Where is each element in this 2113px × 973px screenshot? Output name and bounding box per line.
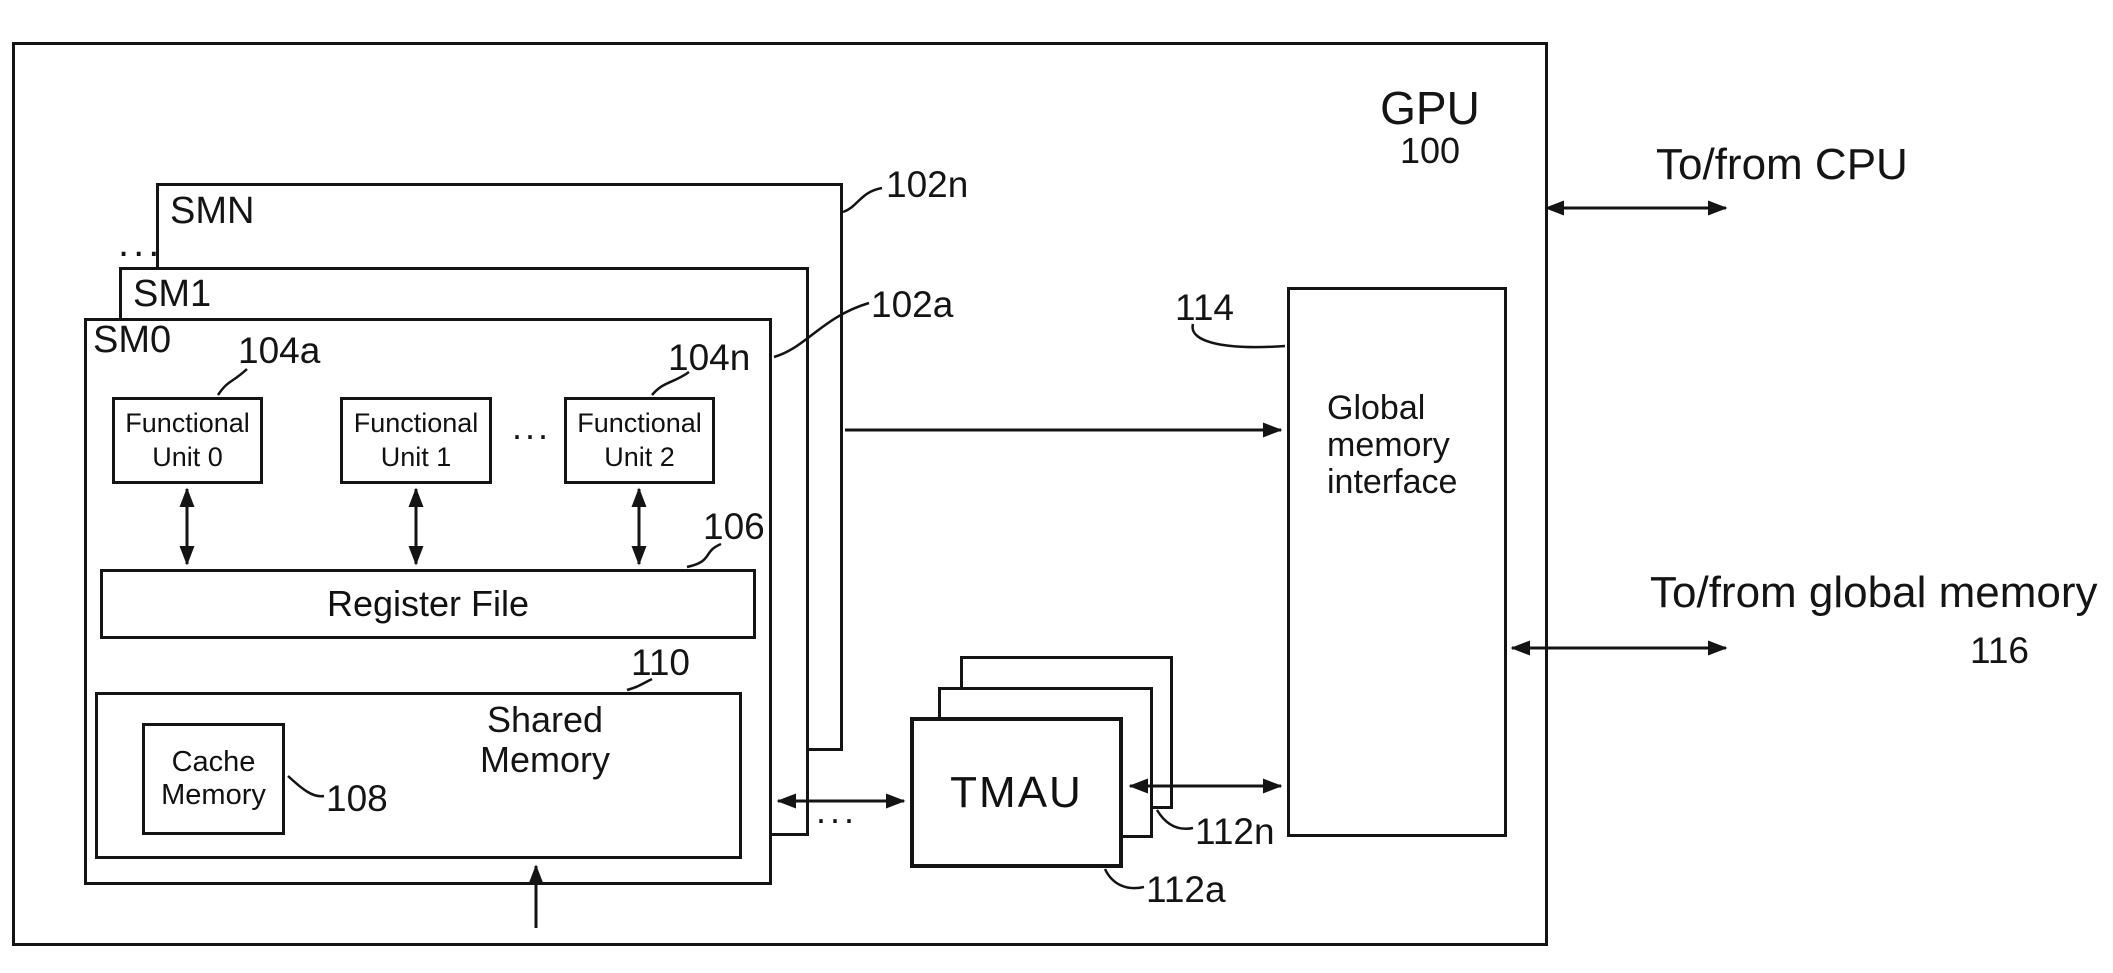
ref-112n: 112n <box>1195 811 1275 852</box>
tmau-ellipsis: ... <box>816 790 859 831</box>
cache-memory-line2: Memory <box>161 779 266 811</box>
global-memory-interface-label: Global memory interface <box>1327 390 1457 501</box>
functional-units-ellipsis: ... <box>512 406 552 447</box>
tmau-label: TMAU <box>950 767 1083 817</box>
ref-110: 110 <box>631 642 690 683</box>
global-memory-interface-line2: memory <box>1327 426 1450 464</box>
global-memory-interface-box <box>1287 287 1507 837</box>
functional-unit-2-line1: Functional <box>577 407 702 438</box>
ref-104n: 104n <box>668 337 751 378</box>
sm-stack-ellipsis: ... <box>118 221 164 265</box>
tmau-front-box: TMAU <box>910 717 1123 868</box>
shared-memory-line2: Memory <box>479 739 610 780</box>
sm0-label: SM0 <box>93 319 172 361</box>
gpu-title-group: GPU 100 <box>1365 84 1495 170</box>
ref-102n: 102n <box>886 164 969 205</box>
to-from-cpu-label: To/from CPU <box>1656 140 1908 189</box>
functional-unit-1-box: Functional Unit 1 <box>340 397 492 484</box>
to-from-global-memory-label: To/from global memory <box>1650 568 2098 617</box>
shared-memory-line1: Shared <box>486 699 604 740</box>
functional-unit-1-line1: Functional <box>353 407 479 438</box>
ref-106: 106 <box>703 506 765 547</box>
functional-unit-2-line2: Unit 2 <box>604 441 675 472</box>
ref-112a: 112a <box>1146 869 1226 910</box>
functional-unit-0-line2: Unit 0 <box>152 441 223 472</box>
ref-102a: 102a <box>871 284 954 325</box>
global-memory-interface-line3: interface <box>1327 463 1458 501</box>
smn-label: SMN <box>170 190 255 232</box>
register-file-box: Register File <box>100 569 756 639</box>
functional-unit-2-box: Functional Unit 2 <box>564 397 715 484</box>
ref-108: 108 <box>326 778 388 819</box>
sm1-label: SM1 <box>133 273 212 315</box>
register-file-label: Register File <box>326 583 530 624</box>
ref-114: 114 <box>1175 287 1234 328</box>
cache-memory-line1: Cache <box>171 746 256 778</box>
global-memory-interface-line1: Global <box>1327 389 1426 427</box>
gpu-label: GPU <box>1380 82 1480 134</box>
functional-unit-0-line1: Functional <box>125 407 250 438</box>
functional-unit-0-box: Functional Unit 0 <box>112 397 263 484</box>
shared-memory-label: Shared Memory <box>445 700 645 780</box>
ref-104a: 104a <box>238 330 321 371</box>
cache-memory-box: Cache Memory <box>142 723 285 835</box>
gpu-ref-numeral: 100 <box>1399 130 1461 172</box>
ref-116: 116 <box>1970 630 2029 671</box>
functional-unit-1-line2: Unit 1 <box>380 441 452 472</box>
